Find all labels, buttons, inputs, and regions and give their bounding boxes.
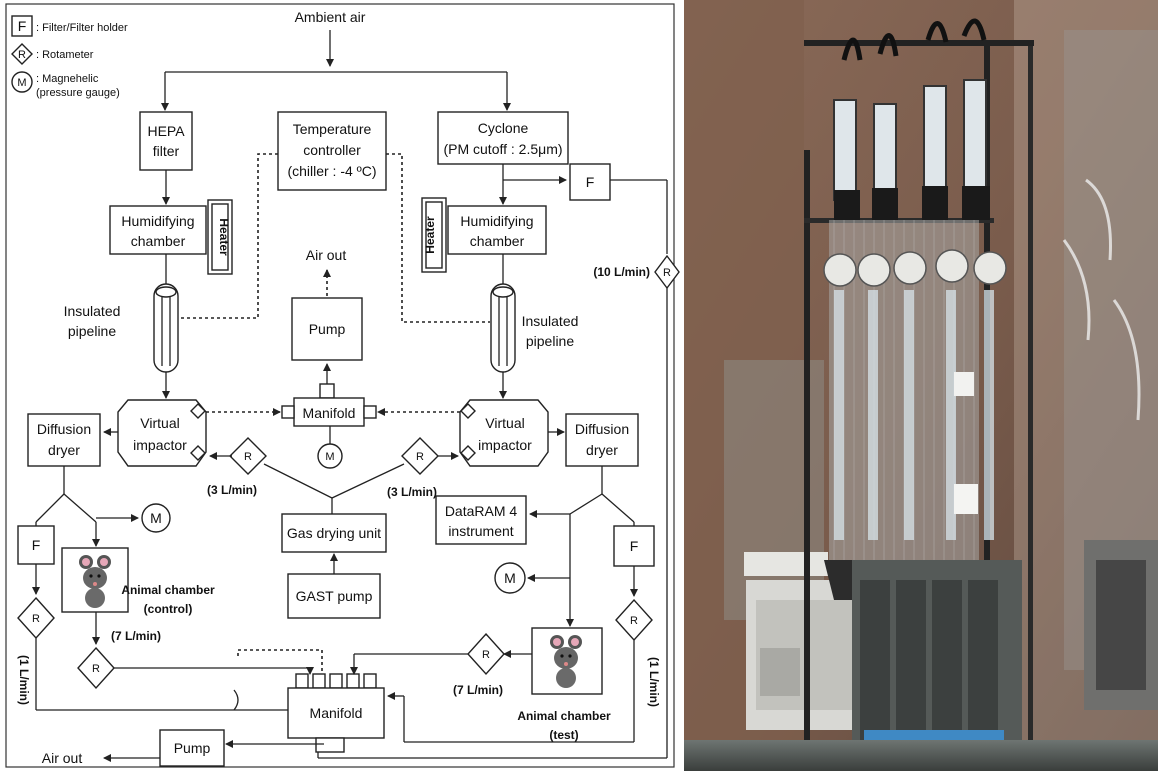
virtual-label: Virtual [485,415,524,431]
flow-7-label-left: (7 L/min) [111,629,161,643]
legend-magnehelic-letter: M [17,77,26,89]
legend: F : Filter/Filter holder R : Rotameter M… [11,15,128,99]
ambient-air-label: Ambient air [295,9,366,25]
flow-1-label-left: (1 L/min) [17,655,31,705]
gas-drying-label: Gas drying unit [287,525,381,541]
legend-rotameter-text: : Rotameter [36,49,94,61]
pipeline-label: pipeline [68,323,116,339]
legend-rotameter-symbol [11,43,33,65]
heater-label: Heater [423,216,437,254]
gast-pump-label: GAST pump [296,588,373,604]
controller-label: controller [303,142,361,158]
filter-letter: F [32,537,41,553]
hepa-filter-box [139,111,193,171]
diffusion-dryer-right [565,413,639,467]
rotameter-3lpm-left [229,437,267,475]
magnehelic-right [494,562,526,594]
humidifying-chamber-right [447,205,547,255]
cyclone-box [437,111,569,165]
virtual-label: Virtual [140,415,179,431]
magnehelic-letter: M [325,451,334,463]
hepa-label: HEPA [147,123,185,139]
legend-magnehelic-subtext: (pressure gauge) [36,87,120,99]
rotameter-letter: R [663,267,671,279]
chiller-label: (chiller : -4 ºC) [287,163,376,179]
animal-chamber-label: Animal chamber [517,709,611,723]
pump-label: Pump [174,740,211,756]
legend-magnehelic-symbol [11,71,33,93]
gast-pump [287,573,381,619]
mouse-icon [79,555,111,608]
magnehelic-letter: M [504,570,516,586]
heater-label: Heater [217,218,231,256]
air-out-label: Air out [42,750,83,766]
filter-cyclone-branch [569,163,611,201]
filter-letter: F [630,538,639,554]
impactor-label: impactor [133,437,187,453]
flow-1-label-right: (1 L/min) [647,657,661,707]
air-out-label: Air out [306,247,347,263]
pump-label: Pump [309,321,346,337]
rotameter-letter: R [244,451,252,463]
exposure-system-diagram: F : Filter/Filter holder R : Rotameter M… [5,3,680,768]
magnehelic-left [141,503,171,533]
apparatus-photo [684,0,1158,771]
pipeline-label: pipeline [526,333,574,349]
legend-magnehelic-text: : Magnehelic [36,73,99,85]
rotameter-letter: R [630,615,638,627]
humidifying-label: Humidifying [460,213,533,229]
rotameter-letter: R [416,451,424,463]
temperature-label: Temperature [293,121,372,137]
magnehelic-center [317,443,343,469]
manifold-bottom [287,687,385,739]
humidifying-chamber-left [109,205,207,255]
mouse-icon [550,635,582,688]
pm-cutoff-label: (PM cutoff : 2.5μm) [443,141,562,157]
rotameter-letter: R [482,649,490,661]
rotameter-letter: R [92,663,100,675]
legend-filter-letter: F [18,18,27,34]
legend-rotameter-letter: R [18,49,26,61]
instrument-label: instrument [448,523,513,539]
chamber-label: chamber [470,233,525,249]
insulated-label: Insulated [64,303,121,319]
rotameter-3lpm-right [401,437,439,475]
temperature-controller-box [277,111,387,191]
pump-center [291,297,363,361]
insulated-label: Insulated [522,313,579,329]
pump-bottom [159,729,225,767]
dryer-label: dryer [48,442,80,458]
dataram-label: DataRAM 4 [445,503,518,519]
legend-filter-text: : Filter/Filter holder [36,22,128,34]
rotameter-7lpm-right [467,632,505,676]
flow-3-label-left: (3 L/min) [207,483,257,497]
filter-left [17,525,55,565]
flow-3-label-right: (3 L/min) [387,485,437,499]
diffusion-label: Diffusion [575,421,629,437]
hepa-filter-label: filter [153,143,180,159]
dataram-instrument [435,495,527,545]
virtual-impactor-right [459,399,549,467]
rotameter-letter: R [32,613,40,625]
cyclone-label: Cyclone [478,120,529,136]
diagram-frame [5,3,675,768]
dryer-label: dryer [586,442,618,458]
flow-7-label-right: (7 L/min) [453,683,503,697]
magnehelic-letter: M [150,510,162,526]
chamber-label: chamber [131,233,186,249]
test-label: (test) [549,728,578,742]
rotameter-7lpm-left [77,646,115,690]
animal-chamber-label: Animal chamber [121,583,215,597]
impactor-label: impactor [478,437,532,453]
humidifying-label: Humidifying [121,213,194,229]
virtual-impactor-left [117,399,207,467]
flow-10-label: (10 L/min) [593,265,650,279]
manifold-label: Manifold [310,705,363,721]
control-label: (control) [144,602,193,616]
legend-filter-symbol [11,15,33,37]
filter-letter: F [586,174,595,190]
manifold-label: Manifold [303,405,356,421]
gas-drying-unit [281,513,387,553]
diffusion-label: Diffusion [37,421,91,437]
